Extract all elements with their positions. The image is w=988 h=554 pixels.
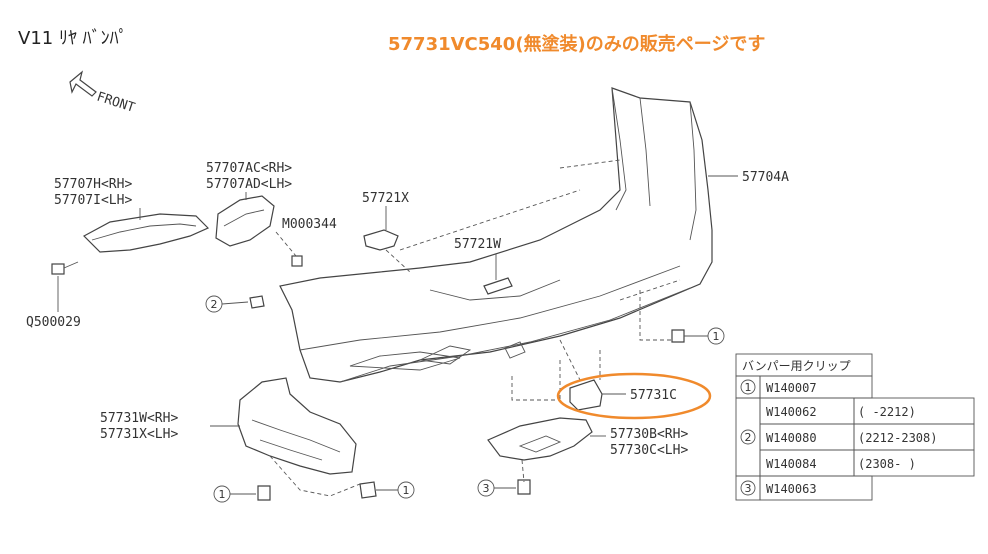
undercover-part: [237, 377, 361, 497]
small-bracket-part: [363, 229, 399, 251]
clip-row-3-part: W140063: [766, 482, 817, 496]
clip-row-2b-range: (2212-2308): [858, 431, 937, 445]
clip-row-2c-part: W140084: [766, 457, 817, 471]
screw-m000344-part: [291, 255, 303, 267]
label-57704A: 57704A: [742, 170, 789, 185]
front-arrow-icon: [69, 70, 97, 97]
clip-row-2a-range: ( -2212): [858, 405, 916, 419]
reflector-part: [483, 277, 513, 295]
front-label: FRONT: [95, 90, 137, 116]
diagram-title: V11 ﾘﾔ ﾊﾞﾝﾊﾟ: [18, 28, 128, 49]
label-57731X: 57731X<LH>: [100, 427, 178, 442]
label-57707AD: 57707AD<LH>: [206, 177, 292, 192]
garnish-part: [487, 417, 593, 483]
clip-table-header: バンパー用クリップ: [742, 359, 851, 373]
cover-57731c-part: [569, 379, 626, 411]
label-57707I: 57707I<LH>: [54, 193, 132, 208]
label-57721W: 57721W: [454, 237, 501, 252]
svg-text:2: 2: [211, 298, 218, 311]
clip-row-2c-range: (2308- ): [858, 457, 916, 471]
label-Q500029: Q500029: [26, 315, 81, 330]
clip-row-1-part: W140007: [766, 381, 817, 395]
marker-1-bottom-mid: 1: [359, 481, 415, 499]
side-bracket-left-part: [83, 213, 210, 253]
svg-text:1: 1: [403, 484, 410, 497]
marker-1-bottom-left: 1: [213, 485, 271, 503]
svg-text:1: 1: [745, 381, 752, 394]
label-57730C: 57730C<LH>: [610, 443, 688, 458]
sale-note: 57731VC540(無塗装)のみの販売ページです: [388, 33, 765, 55]
svg-text:3: 3: [745, 482, 752, 495]
svg-text:2: 2: [745, 431, 752, 444]
label-57730B: 57730B<RH>: [610, 427, 688, 442]
marker-3-bottom: 3: [477, 479, 531, 497]
side-bracket-mid-part: [215, 195, 275, 247]
svg-text:1: 1: [219, 488, 226, 501]
clip-table: バンパー用クリップ 1 W140007 2 W140062 ( -2212) W…: [735, 353, 975, 501]
label-57731C: 57731C: [630, 388, 677, 403]
clip-row-2b-part: W140080: [766, 431, 817, 445]
label-57721X: 57721X: [362, 191, 409, 206]
label-57731W: 57731W<RH>: [100, 411, 178, 426]
label-57707H: 57707H<RH>: [54, 177, 132, 192]
rear-bumper-part: [279, 87, 713, 383]
svg-text:1: 1: [713, 330, 720, 343]
clip-row-2a-part: W140062: [766, 405, 817, 419]
svg-text:3: 3: [483, 482, 490, 495]
label-57707AC: 57707AC<RH>: [206, 161, 292, 176]
marker-1-right: 1: [671, 327, 725, 345]
highlight-ellipse: [556, 372, 712, 420]
label-M000344: M000344: [282, 217, 337, 232]
marker-2-left: 2: [205, 295, 265, 313]
bolt-q500029-part: [51, 261, 79, 275]
